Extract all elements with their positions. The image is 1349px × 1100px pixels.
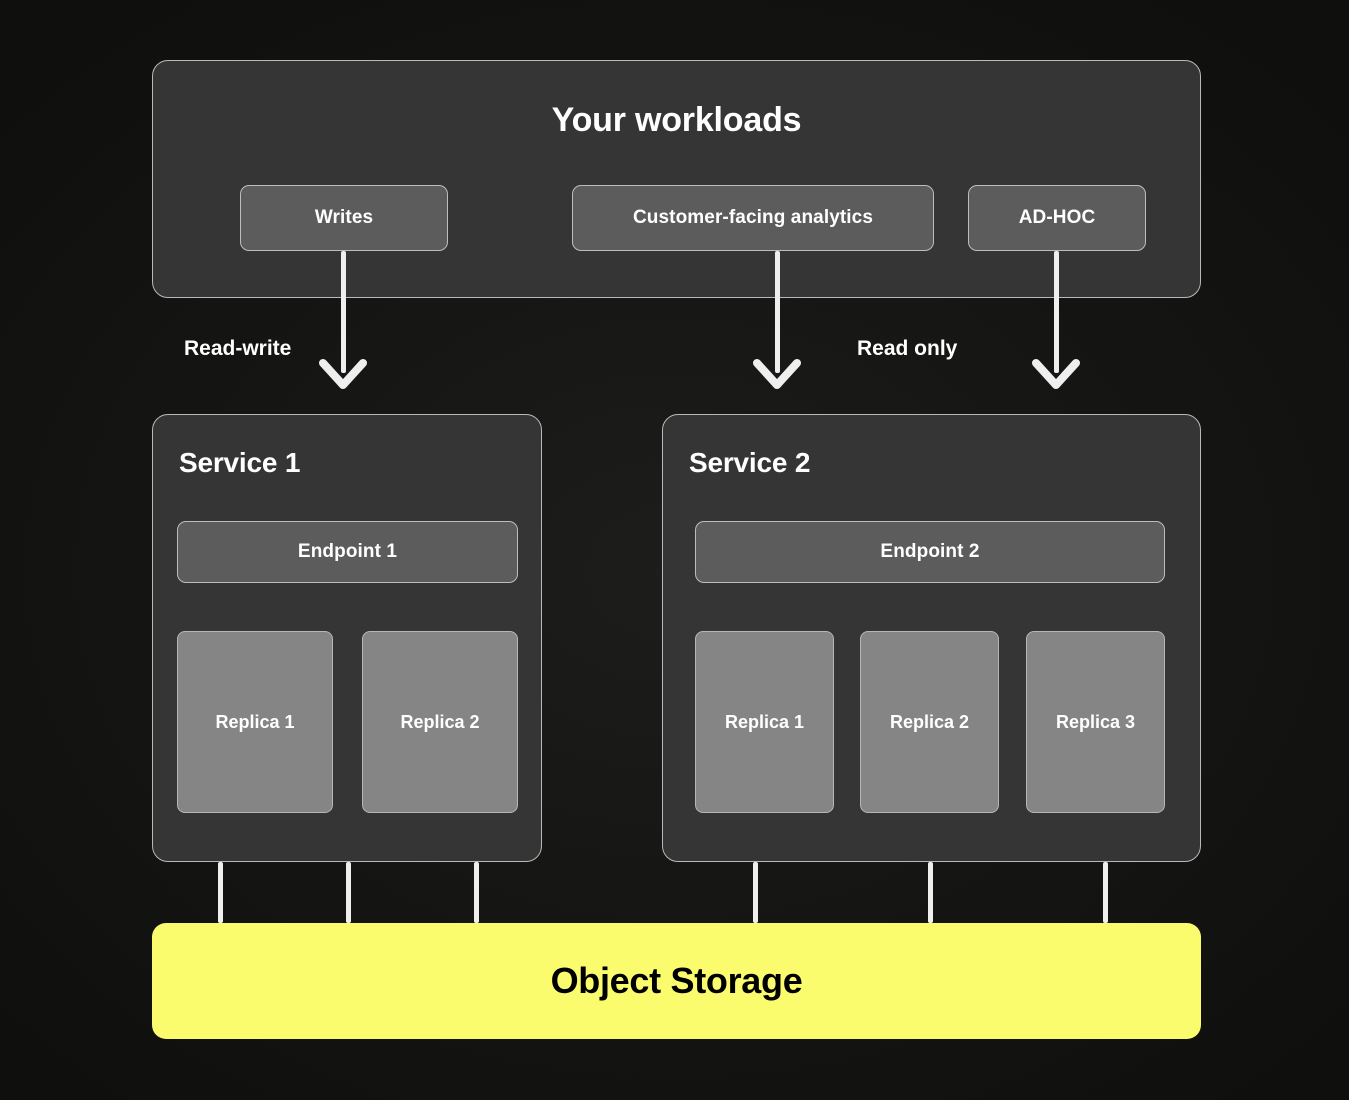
workload-customer-facing-analytics[interactable]: Customer-facing analytics (572, 185, 934, 251)
arrow-line-ad-hoc (1054, 251, 1059, 373)
connector-service-2-c (1103, 862, 1108, 923)
workload-customer-facing-analytics-label: Customer-facing analytics (632, 207, 874, 228)
arrow-head-ad-hoc-icon (1032, 359, 1080, 389)
flow-label-read-write: Read-write (184, 337, 292, 360)
service-2-replica-3[interactable]: Replica 3 (1026, 631, 1165, 813)
object-storage-label: Object Storage (550, 960, 803, 1001)
connector-service-2-a (753, 862, 758, 923)
connector-service-2-b (928, 862, 933, 923)
service-1-replica-1[interactable]: Replica 1 (177, 631, 333, 813)
workloads-title: Your workloads (551, 101, 802, 139)
workload-writes-label: Writes (314, 207, 374, 228)
workload-ad-hoc-label: AD-HOC (1018, 207, 1096, 228)
connector-service-1-c (474, 862, 479, 923)
workload-ad-hoc[interactable]: AD-HOC (968, 185, 1146, 251)
service-2-endpoint-label: Endpoint 2 (880, 541, 980, 562)
service-2-replica-1[interactable]: Replica 1 (695, 631, 834, 813)
arrow-line-writes (341, 251, 346, 373)
service-2-replica-2[interactable]: Replica 2 (860, 631, 999, 813)
workload-writes[interactable]: Writes (240, 185, 448, 251)
service-2-replica-1-label: Replica 1 (724, 711, 805, 732)
service-2-replica-3-label: Replica 3 (1055, 711, 1136, 732)
flow-label-read-only: Read only (857, 337, 958, 360)
service-2-replica-2-label: Replica 2 (889, 711, 970, 732)
connector-service-1-b (346, 862, 351, 923)
service-1-replica-1-label: Replica 1 (215, 711, 295, 732)
arrow-head-analytics-icon (753, 359, 801, 389)
arrow-line-analytics (775, 251, 780, 373)
connector-service-1-a (218, 862, 223, 923)
service-1-title: Service 1 (179, 447, 301, 478)
object-storage-bar[interactable]: Object Storage (152, 923, 1201, 1039)
service-1-replica-2[interactable]: Replica 2 (362, 631, 518, 813)
service-1-endpoint[interactable]: Endpoint 1 (177, 521, 518, 583)
service-2-endpoint[interactable]: Endpoint 2 (695, 521, 1165, 583)
service-1-replica-2-label: Replica 2 (400, 711, 480, 732)
service-2-title: Service 2 (689, 447, 811, 478)
arrow-head-writes-icon (319, 359, 367, 389)
workloads-panel: Your workloads (152, 60, 1201, 298)
service-1-endpoint-label: Endpoint 1 (297, 541, 398, 562)
